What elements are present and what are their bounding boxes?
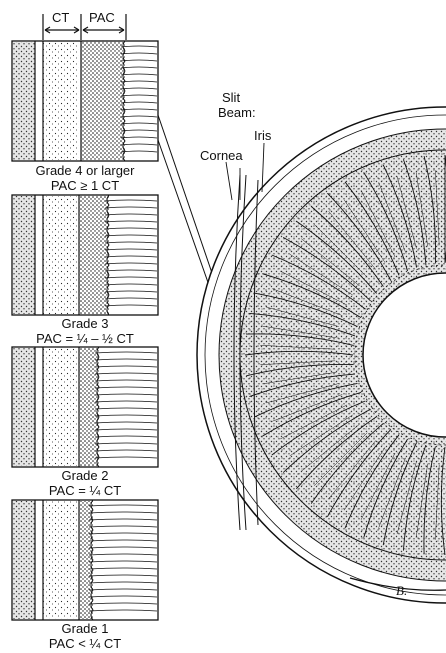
grade4-title: Grade 4 or larger <box>0 163 170 178</box>
iris-label: Iris <box>254 128 271 143</box>
grade2-panel <box>12 347 158 467</box>
artist-signature: B. <box>396 583 407 598</box>
grade1-panel <box>12 500 158 620</box>
slit-label: Slit <box>222 90 240 105</box>
beam-label: Beam: <box>218 105 256 120</box>
grade2-caption: Grade 2 PAC = ¼ CT <box>0 468 170 498</box>
grade2-title: Grade 2 <box>0 468 170 483</box>
grade4-caption: Grade 4 or larger PAC ≥ 1 CT <box>0 163 170 193</box>
grade2-formula: PAC = ¼ CT <box>0 483 170 498</box>
grade1-caption: Grade 1 PAC < ¼ CT <box>0 621 170 651</box>
grade3-formula: PAC = ¼ – ½ CT <box>0 331 170 346</box>
grade3-title: Grade 3 <box>0 316 170 331</box>
eye-illustration <box>197 107 446 603</box>
ct-label: CT <box>52 10 69 25</box>
grade1-title: Grade 1 <box>0 621 170 636</box>
pac-label: PAC <box>89 10 115 25</box>
grade3-caption: Grade 3 PAC = ¼ – ½ CT <box>0 316 170 346</box>
grade4-panel <box>12 41 158 161</box>
grade4-formula: PAC ≥ 1 CT <box>0 178 170 193</box>
grade1-formula: PAC < ¼ CT <box>0 636 170 651</box>
cornea-label: Cornea <box>200 148 243 163</box>
grade3-panel <box>12 195 158 315</box>
